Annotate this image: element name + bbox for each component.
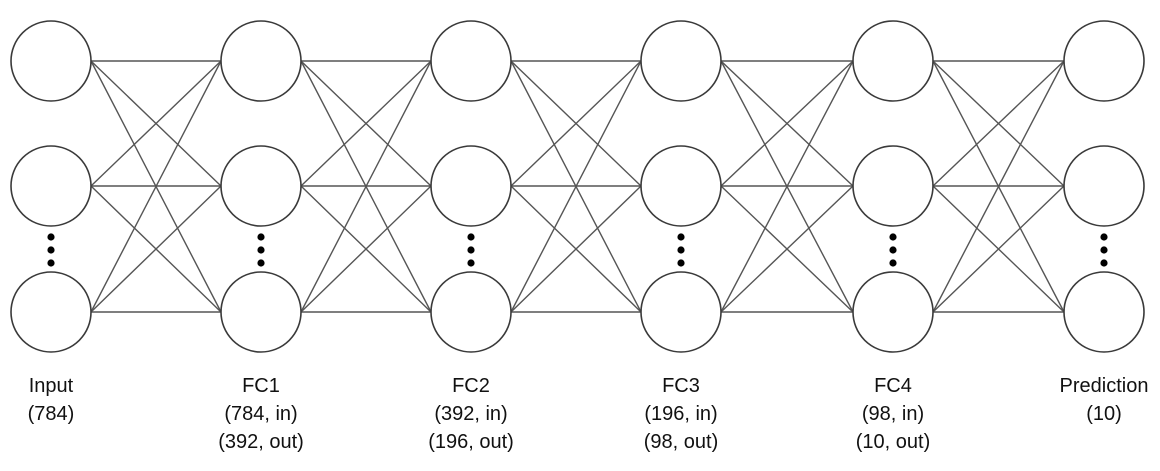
connection-edge [932, 185, 1065, 313]
neuron-node-fc1 [220, 145, 302, 227]
neuron-node-fc2 [430, 145, 512, 227]
ellipsis-dot [47, 259, 55, 267]
layer-label-line: FC3 [662, 375, 700, 397]
ellipsis-dot [677, 259, 685, 267]
layer-label-line: Prediction [1059, 375, 1149, 397]
connection-edge [932, 60, 1065, 187]
neuron-node-fc1 [220, 271, 302, 353]
connection-edge [720, 60, 854, 313]
neuron-node-prediction [1063, 145, 1145, 227]
layer-label-line: FC4 [874, 375, 912, 397]
neuron-node-fc3 [640, 145, 722, 227]
ellipsis-dot [467, 259, 475, 267]
layer-label-fc2: FC2 (392, in) (196, out) [381, 372, 561, 456]
layer-label-fc1: FC1 (784, in) (392, out) [171, 372, 351, 456]
ellipsis-dot [1100, 259, 1108, 267]
ellipsis-dot [467, 246, 475, 254]
layer-label-line: (392, in) [434, 403, 508, 425]
layer-labels: Input (784) FC1 (784, in) (392, out) FC2… [0, 372, 1160, 467]
connection-edge [300, 60, 432, 187]
layer-label-line: (784) [27, 403, 75, 425]
neuron-node-fc1 [220, 20, 302, 102]
layer-label-line: FC1 [242, 375, 280, 397]
ellipsis-dot [1100, 246, 1108, 254]
ellipsis-group [47, 233, 1108, 267]
neuron-node-fc2 [430, 271, 512, 353]
neuron-node-fc3 [640, 20, 722, 102]
ellipsis-dot [467, 233, 475, 241]
layer-label-line: (10) [1086, 403, 1122, 425]
layer-label-line: Input [28, 375, 74, 397]
layer-label-line: (98, in) [861, 403, 925, 425]
connection-edge [510, 185, 642, 313]
neuron-node-input [10, 145, 92, 227]
layer-label-line: (98, out) [643, 431, 719, 453]
neuron-node-prediction [1063, 20, 1145, 102]
ellipsis-dot [889, 233, 897, 241]
ellipsis-dot [47, 246, 55, 254]
neuron-node-input [10, 20, 92, 102]
ellipsis-dot [47, 233, 55, 241]
layer-label-input: Input (784) [0, 372, 141, 428]
ellipsis-dot [1100, 233, 1108, 241]
ellipsis-dot [677, 246, 685, 254]
connection-edge [90, 185, 222, 313]
neuron-node-fc2 [430, 20, 512, 102]
connection-edge [932, 60, 1065, 313]
connection-edge [510, 60, 642, 187]
connection-edge [510, 60, 642, 313]
layer-label-line: (196, out) [428, 431, 514, 453]
neuron-node-prediction [1063, 271, 1145, 353]
layer-label-fc3: FC3 (196, in) (98, out) [591, 372, 771, 456]
connection-edge [300, 185, 432, 313]
neuron-node-fc4 [852, 145, 934, 227]
neuron-node-input [10, 271, 92, 353]
ellipsis-dot [257, 246, 265, 254]
nodes-group [10, 20, 1145, 353]
connection-edge [300, 60, 432, 313]
connection-edge [90, 60, 222, 187]
connection-edge [720, 60, 854, 187]
layer-label-prediction: Prediction (10) [1014, 372, 1160, 428]
ellipsis-dot [889, 246, 897, 254]
neuron-node-fc3 [640, 271, 722, 353]
connections-group [90, 60, 1065, 313]
ellipsis-dot [257, 233, 265, 241]
ellipsis-dot [889, 259, 897, 267]
layer-label-line: (196, in) [644, 403, 718, 425]
layer-label-line: (10, out) [855, 431, 931, 453]
connection-edge [90, 60, 222, 313]
neuron-node-fc4 [852, 271, 934, 353]
ellipsis-dot [677, 233, 685, 241]
layer-label-line: (784, in) [224, 403, 298, 425]
layer-label-line: (392, out) [218, 431, 304, 453]
ellipsis-dot [257, 259, 265, 267]
neuron-node-fc4 [852, 20, 934, 102]
layer-label-line: FC2 [452, 375, 490, 397]
connection-edge [720, 185, 854, 313]
layer-label-fc4: FC4 (98, in) (10, out) [803, 372, 983, 456]
